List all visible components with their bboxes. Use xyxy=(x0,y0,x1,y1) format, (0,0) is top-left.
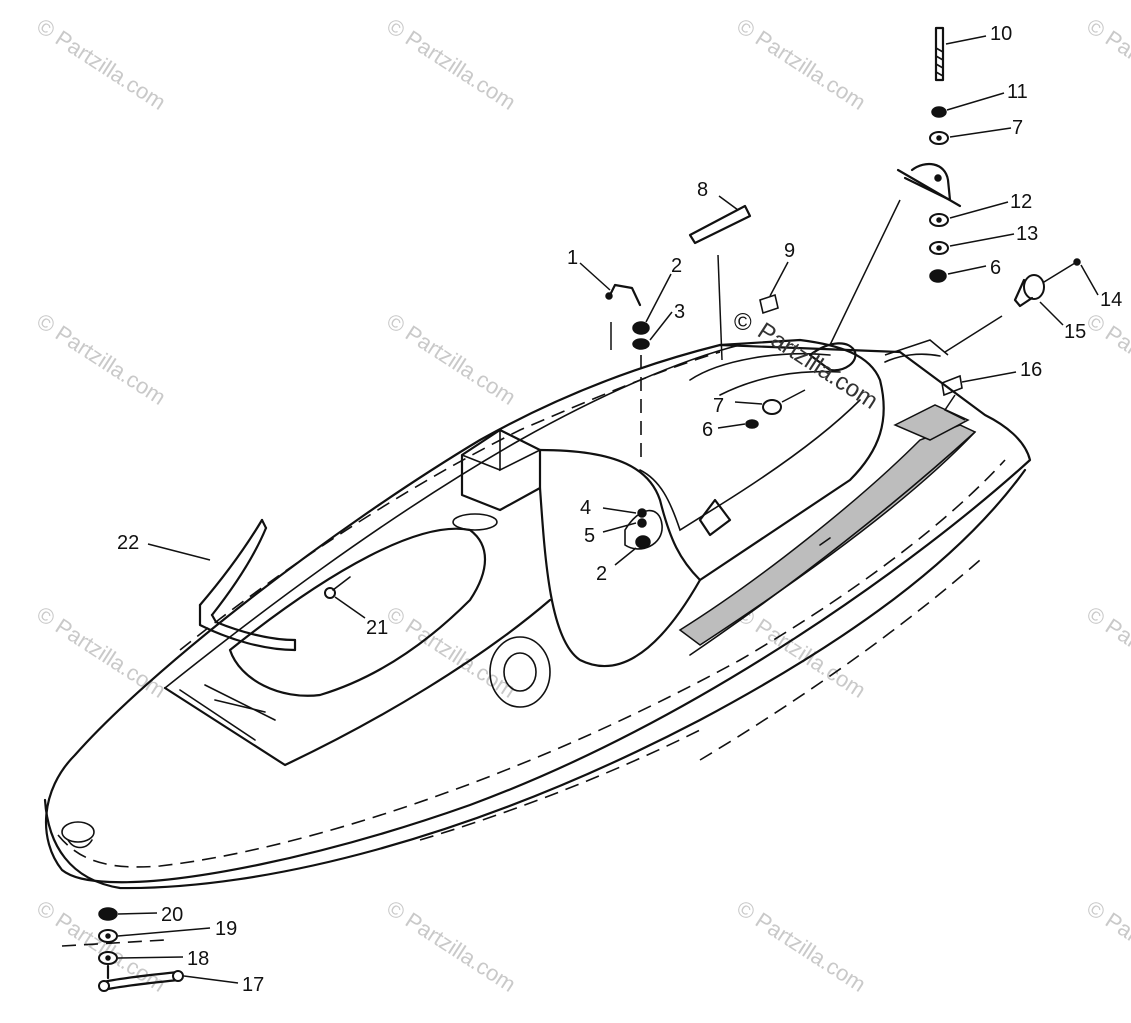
right-upper-stack xyxy=(829,26,962,346)
callout-20: 20 xyxy=(161,904,183,926)
watermark: © Partzilla.com xyxy=(32,601,170,703)
watermark: © Partzilla.com xyxy=(732,895,870,997)
watermark: © Partzilla.com xyxy=(732,601,870,703)
part-16-decal xyxy=(941,374,966,421)
watermark: © Partzilla.com xyxy=(1082,308,1131,410)
watermark: © Partzilla.com xyxy=(1082,601,1131,703)
callout-5: 5 xyxy=(584,525,595,547)
callout-9: 9 xyxy=(784,240,795,262)
callout-19: 19 xyxy=(215,918,237,940)
copyright-symbol: © xyxy=(734,309,752,336)
callout-labels: 1 2 3 4 5 2 6 7 8 9 10 11 7 12 13 6 14 1… xyxy=(117,23,1122,996)
callout-21: 21 xyxy=(366,617,388,639)
part-1-hook xyxy=(605,283,642,350)
callout-6: 6 xyxy=(990,257,1001,279)
parts-6-7-mid xyxy=(745,389,806,429)
part-21 xyxy=(324,576,351,599)
bottom-left-stack xyxy=(61,907,184,992)
callout-13: 13 xyxy=(1016,223,1038,245)
part-2-3-grommets xyxy=(632,321,650,460)
callout-15: 15 xyxy=(1064,321,1086,343)
part-9-decal xyxy=(759,293,779,315)
copyright-overlay: © Partzilla.com xyxy=(734,309,883,415)
callout-11: 11 xyxy=(1007,81,1028,103)
callout-1: 1 xyxy=(567,247,578,269)
parts-4-5-2-seat xyxy=(635,508,651,549)
leader-lines xyxy=(117,35,1099,984)
callout-18: 18 xyxy=(187,948,209,970)
callout-6: 6 xyxy=(702,419,713,441)
callout-4: 4 xyxy=(580,497,591,519)
callout-17: 17 xyxy=(242,974,264,996)
watermark: © Partzilla.com xyxy=(382,13,520,115)
watermark: © Partzilla.com xyxy=(32,308,170,410)
watermark: © Partzilla.com xyxy=(1082,13,1131,115)
callout-2: 2 xyxy=(596,563,607,585)
grab-handle xyxy=(198,518,297,652)
callout-16: 16 xyxy=(1020,359,1042,381)
callout-3: 3 xyxy=(674,301,685,323)
callout-12: 12 xyxy=(1010,191,1032,213)
callout-7: 7 xyxy=(713,395,724,417)
callout-22: 22 xyxy=(117,532,139,554)
watermark: © Partzilla.com xyxy=(32,13,170,115)
watermark: © Partzilla.com xyxy=(732,13,870,115)
hull xyxy=(43,338,1032,890)
watermark: © Partzilla.com xyxy=(382,895,520,997)
watermark: © Partzilla.com xyxy=(1082,895,1131,997)
callout-7: 7 xyxy=(1012,117,1023,139)
callout-8: 8 xyxy=(697,179,708,201)
watermark: © Partzilla.com xyxy=(382,308,520,410)
part-15-fitting xyxy=(884,258,1081,356)
part-8-trim xyxy=(688,204,752,361)
callout-10: 10 xyxy=(990,23,1012,45)
callout-14: 14 xyxy=(1100,289,1122,311)
callout-2: 2 xyxy=(671,255,682,277)
